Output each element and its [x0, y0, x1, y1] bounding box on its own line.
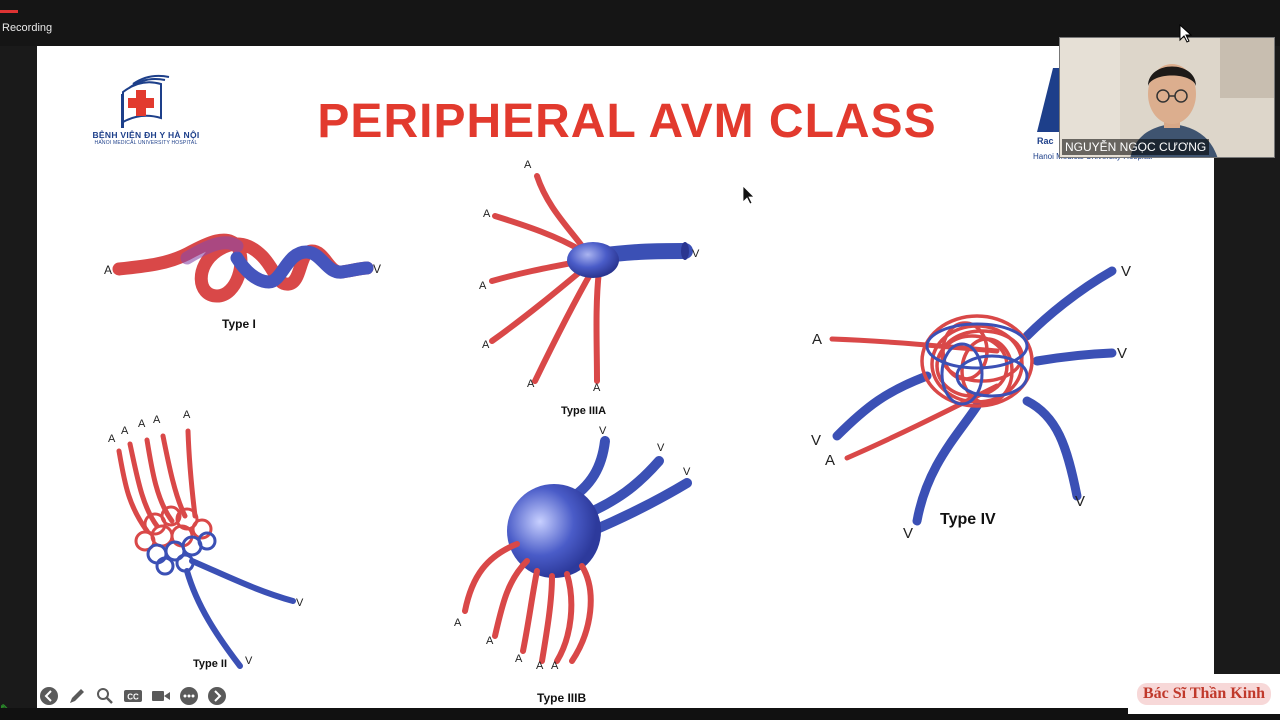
captions-button[interactable]: CC: [122, 685, 144, 707]
type-iiia-a1-label: A: [524, 159, 532, 171]
captions-icon: CC: [124, 690, 142, 702]
slide-title: PERIPHERAL AVM CLASS: [317, 95, 937, 148]
type-iiia-a6-label: A: [593, 382, 601, 394]
type-iv-v5-label: V: [1075, 493, 1085, 510]
participant-name: NGUYỄN NGỌC CƯƠNG: [1062, 139, 1210, 155]
type-iiia-a4-label: A: [482, 339, 490, 351]
partner-logo: [1037, 68, 1061, 132]
type-iiia-label: Type IIIA: [561, 405, 606, 417]
svg-text:CC: CC: [127, 693, 139, 702]
presentation-slide: BỆNH VIỆN ĐH Y HÀ NỘI HANOI MEDICAL UNIV…: [37, 46, 1214, 708]
type-iiib-a4-label: A: [536, 660, 544, 672]
type-iiia-a2-label: A: [483, 208, 491, 220]
type-ii-a3-label: A: [138, 418, 146, 430]
recording-label: Recording: [2, 22, 53, 34]
type-i-v-label: V: [373, 262, 381, 276]
type-iv-v4-label: V: [903, 525, 913, 542]
more-icon: [180, 687, 198, 705]
pen-icon: [70, 689, 84, 703]
type-iv-a2-label: A: [825, 452, 835, 469]
type-ii-diagram: A A A A A V V Type II: [108, 409, 304, 670]
presentation-toolbar: CC: [38, 684, 228, 708]
left-margin: ✎: [0, 46, 37, 716]
watermark-text: Bác Sĩ Thần Kinh: [1137, 683, 1271, 705]
type-iiib-a5-label: A: [551, 660, 559, 672]
forward-icon: [208, 687, 226, 705]
type-iiia-a5-label: A: [527, 378, 535, 390]
type-iv-v2-label: V: [1121, 263, 1131, 280]
hospital-logo: [121, 74, 170, 128]
type-iiib-v2-label: V: [657, 442, 665, 454]
bottom-margin: [0, 708, 1280, 720]
type-ii-a4-label: A: [153, 414, 161, 426]
partner-logo-text: Rac: [1037, 136, 1054, 146]
more-button[interactable]: [178, 685, 200, 707]
type-iiib-v1-label: V: [599, 425, 607, 437]
type-iv-v3-label: V: [1117, 345, 1127, 362]
type-iiib-v3-label: V: [683, 466, 691, 478]
video-icon: [152, 691, 170, 701]
recording-indicator: [0, 10, 18, 13]
channel-watermark: Bác Sĩ Thần Kinh: [1128, 674, 1280, 714]
type-ii-a1-label: A: [108, 433, 116, 445]
type-iv-diagram: A V A V V V V Type IV: [811, 263, 1131, 542]
type-iiib-a2-label: A: [486, 635, 494, 647]
type-ii-v2-label: V: [245, 655, 253, 667]
mouse-cursor-icon: [742, 185, 755, 205]
back-button[interactable]: [38, 685, 60, 707]
type-iiia-diagram: A A A A A A V Type IIIA: [479, 159, 700, 417]
type-iiia-v-label: V: [692, 248, 700, 260]
type-i-diagram: A V Type I: [104, 233, 381, 331]
zoom-icon: [97, 688, 113, 704]
type-iv-a1-label: A: [812, 331, 822, 348]
type-ii-v1-label: V: [296, 597, 304, 609]
webcam-tile[interactable]: NGUYỄN NGỌC CƯƠNG: [1059, 37, 1275, 158]
hospital-name: BỆNH VIỆN ĐH Y HÀ NỘI: [92, 130, 200, 140]
pen-button[interactable]: [66, 685, 88, 707]
type-ii-label: Type II: [193, 658, 227, 670]
type-iv-v1-label: V: [811, 432, 821, 449]
zoom-button[interactable]: [94, 685, 116, 707]
type-iiia-a3-label: A: [479, 280, 487, 292]
type-ii-a2-label: A: [121, 425, 129, 437]
video-button[interactable]: [150, 685, 172, 707]
type-iiib-a1-label: A: [454, 617, 462, 629]
type-i-a-label: A: [104, 263, 112, 277]
type-iiib-diagram: A A A A A V V V Type IIIB: [454, 425, 692, 705]
type-iiib-label: Type IIIB: [537, 691, 586, 705]
type-iv-label: Type IV: [940, 511, 996, 528]
avm-diagrams: A V Type I A A A A A A V Type IIIA: [104, 159, 1131, 705]
pointer-cursor-icon: [1179, 24, 1193, 43]
type-ii-a5-label: A: [183, 409, 191, 421]
type-iiib-a3-label: A: [515, 653, 523, 665]
type-i-label: Type I: [222, 317, 256, 331]
back-icon: [40, 687, 58, 705]
hospital-subtitle: HANOI MEDICAL UNIVERSITY HOSPITAL: [94, 140, 198, 146]
forward-button[interactable]: [206, 685, 228, 707]
